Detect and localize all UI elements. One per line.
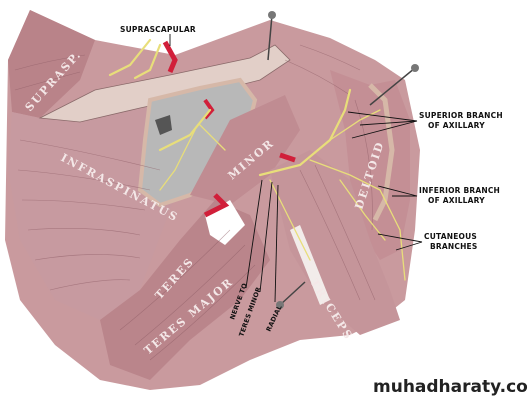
scapular-spine [38, 44, 291, 123]
humerus-shaft [290, 225, 330, 305]
triceps-muscle [270, 150, 400, 335]
arteries [162, 40, 296, 218]
pins [267, 11, 419, 309]
teres-minor-muscle [190, 95, 300, 205]
label-inferior-branch-line2: OF AXILLARY [428, 196, 485, 205]
label-suprascapular: SUPRASCAPULAR [120, 25, 196, 34]
leader-lines [169, 34, 423, 303]
watermark: muhadharaty.com [373, 377, 529, 397]
bone-notch [155, 115, 172, 135]
teres-major-muscle [100, 200, 270, 380]
muscle-fibers [14, 44, 376, 361]
deltoid-fat-edge [368, 83, 395, 222]
supraspinatus-muscle [8, 10, 95, 118]
label-cutaneous-line2: BRANCHES [430, 242, 477, 251]
label-superior-branch-line2: OF AXILLARY [428, 121, 485, 130]
label-inferior-branch-line1: INFERIOR BRANCH [419, 186, 500, 195]
label-superior-branch-line1: SUPERIOR BRANCH [419, 111, 503, 120]
label-cutaneous-line1: CUTANEOUS [424, 232, 477, 241]
nerves [108, 38, 406, 281]
